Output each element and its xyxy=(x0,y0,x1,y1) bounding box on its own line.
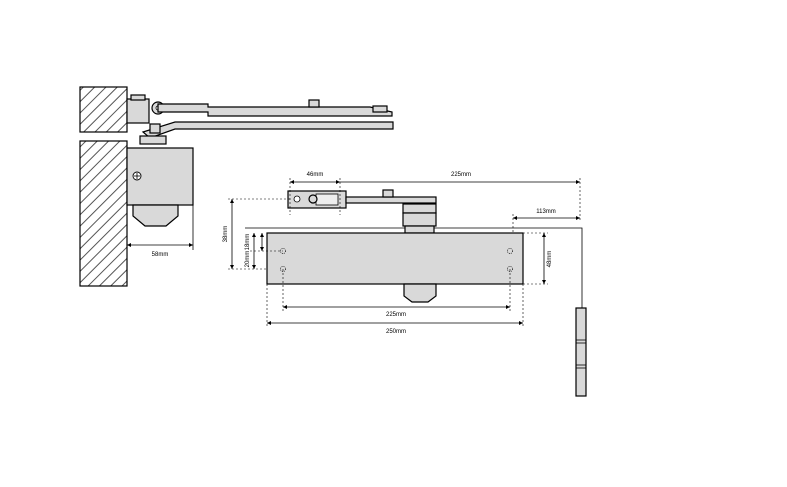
mount-hole xyxy=(507,248,513,254)
arm-adjust-nut xyxy=(308,99,320,108)
front-arm-pivot xyxy=(308,194,318,204)
door-leaf-wall xyxy=(79,140,128,287)
front-arm-slot xyxy=(315,193,339,206)
dim-height-20: 20mm xyxy=(245,251,251,268)
lower-arm xyxy=(141,121,394,139)
front-arm xyxy=(345,196,437,204)
upper-arm xyxy=(157,103,393,117)
arm-end-cap xyxy=(372,105,388,113)
spindle-top xyxy=(402,203,437,214)
door-frame-wall xyxy=(79,86,128,133)
dim-body-length: 250mm xyxy=(386,329,406,335)
lower-arm-nut xyxy=(149,123,161,134)
dim-hole-spacing: 225mm xyxy=(386,312,406,318)
dim-body-height: 48mm xyxy=(547,251,553,268)
spindle-base xyxy=(404,225,435,234)
dim-top-offset: 113mm xyxy=(536,209,556,215)
mount-hole xyxy=(280,248,286,254)
front-view: 46mm 225mm 113mm 38mm 20mm 18mm 48mm xyxy=(223,172,587,397)
dim-arm-offset: 46mm xyxy=(307,172,324,178)
bracket-lug xyxy=(130,94,146,101)
front-arm-pin xyxy=(293,195,301,203)
spindle-mid xyxy=(402,212,437,227)
mount-hole xyxy=(280,266,286,272)
dim-arm-length: 225mm xyxy=(451,172,471,178)
valve-cap-side xyxy=(132,204,179,227)
valve-cap-front xyxy=(403,283,437,303)
front-arm-nut xyxy=(382,189,394,198)
door-hinge xyxy=(575,307,587,397)
closer-body-front xyxy=(266,232,524,285)
dim-height-38: 38mm xyxy=(223,226,229,243)
frame-bracket xyxy=(126,98,150,124)
dim-height-18: 18mm xyxy=(245,234,251,251)
arm-spindle-base xyxy=(139,135,167,145)
side-view: 58mm xyxy=(79,86,394,287)
dim-side-depth: 58mm xyxy=(152,252,169,258)
mount-hole xyxy=(507,266,513,272)
